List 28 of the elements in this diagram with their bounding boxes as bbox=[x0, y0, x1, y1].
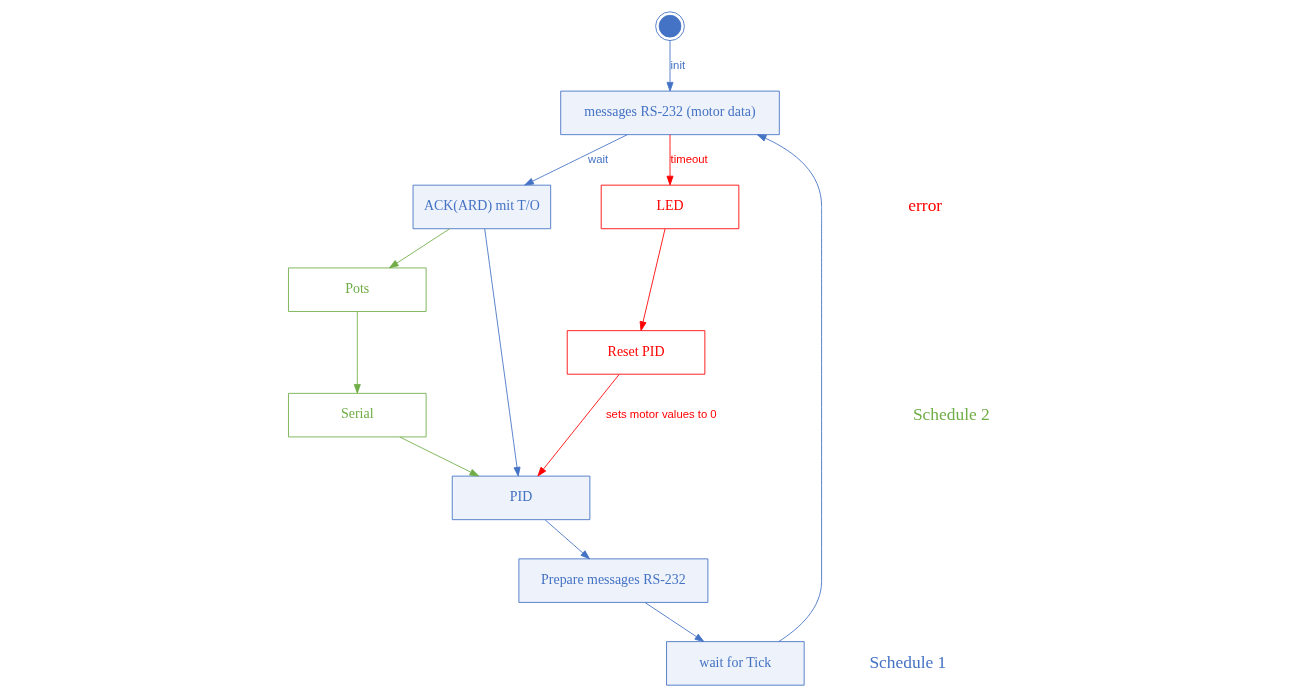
arrow bbox=[666, 40, 673, 92]
node-box: PID bbox=[451, 475, 590, 521]
label: Schedule 2 bbox=[912, 403, 990, 424]
arrow bbox=[756, 134, 822, 642]
arrow bbox=[388, 228, 450, 269]
arrow bbox=[639, 228, 665, 331]
label: error bbox=[907, 195, 942, 216]
arrow bbox=[666, 134, 673, 186]
node-box: Prepare messages RS-232 bbox=[517, 558, 708, 603]
arrow bbox=[544, 519, 590, 560]
arrow bbox=[398, 436, 479, 477]
node-box: ACK(ARD) mit T/O bbox=[412, 184, 551, 230]
node-box: messages RS-232 (motor data) bbox=[559, 90, 780, 136]
node-box: LED bbox=[600, 184, 739, 230]
edge-label: init bbox=[670, 58, 685, 71]
edge-label: wait bbox=[587, 152, 608, 165]
arrow bbox=[644, 602, 704, 642]
label: Schedule 1 bbox=[868, 651, 946, 672]
node-box: Reset PID bbox=[566, 330, 705, 375]
node-box: Pots bbox=[287, 267, 427, 312]
arrow bbox=[536, 374, 619, 477]
edge-label: sets motor values to 0 bbox=[605, 408, 717, 421]
edge-label: timeout bbox=[670, 152, 708, 165]
arrow bbox=[483, 228, 520, 477]
node-box: wait for Tick bbox=[665, 641, 805, 686]
arrow bbox=[353, 311, 361, 394]
node-box: Serial bbox=[287, 392, 427, 438]
arrow bbox=[523, 134, 628, 186]
